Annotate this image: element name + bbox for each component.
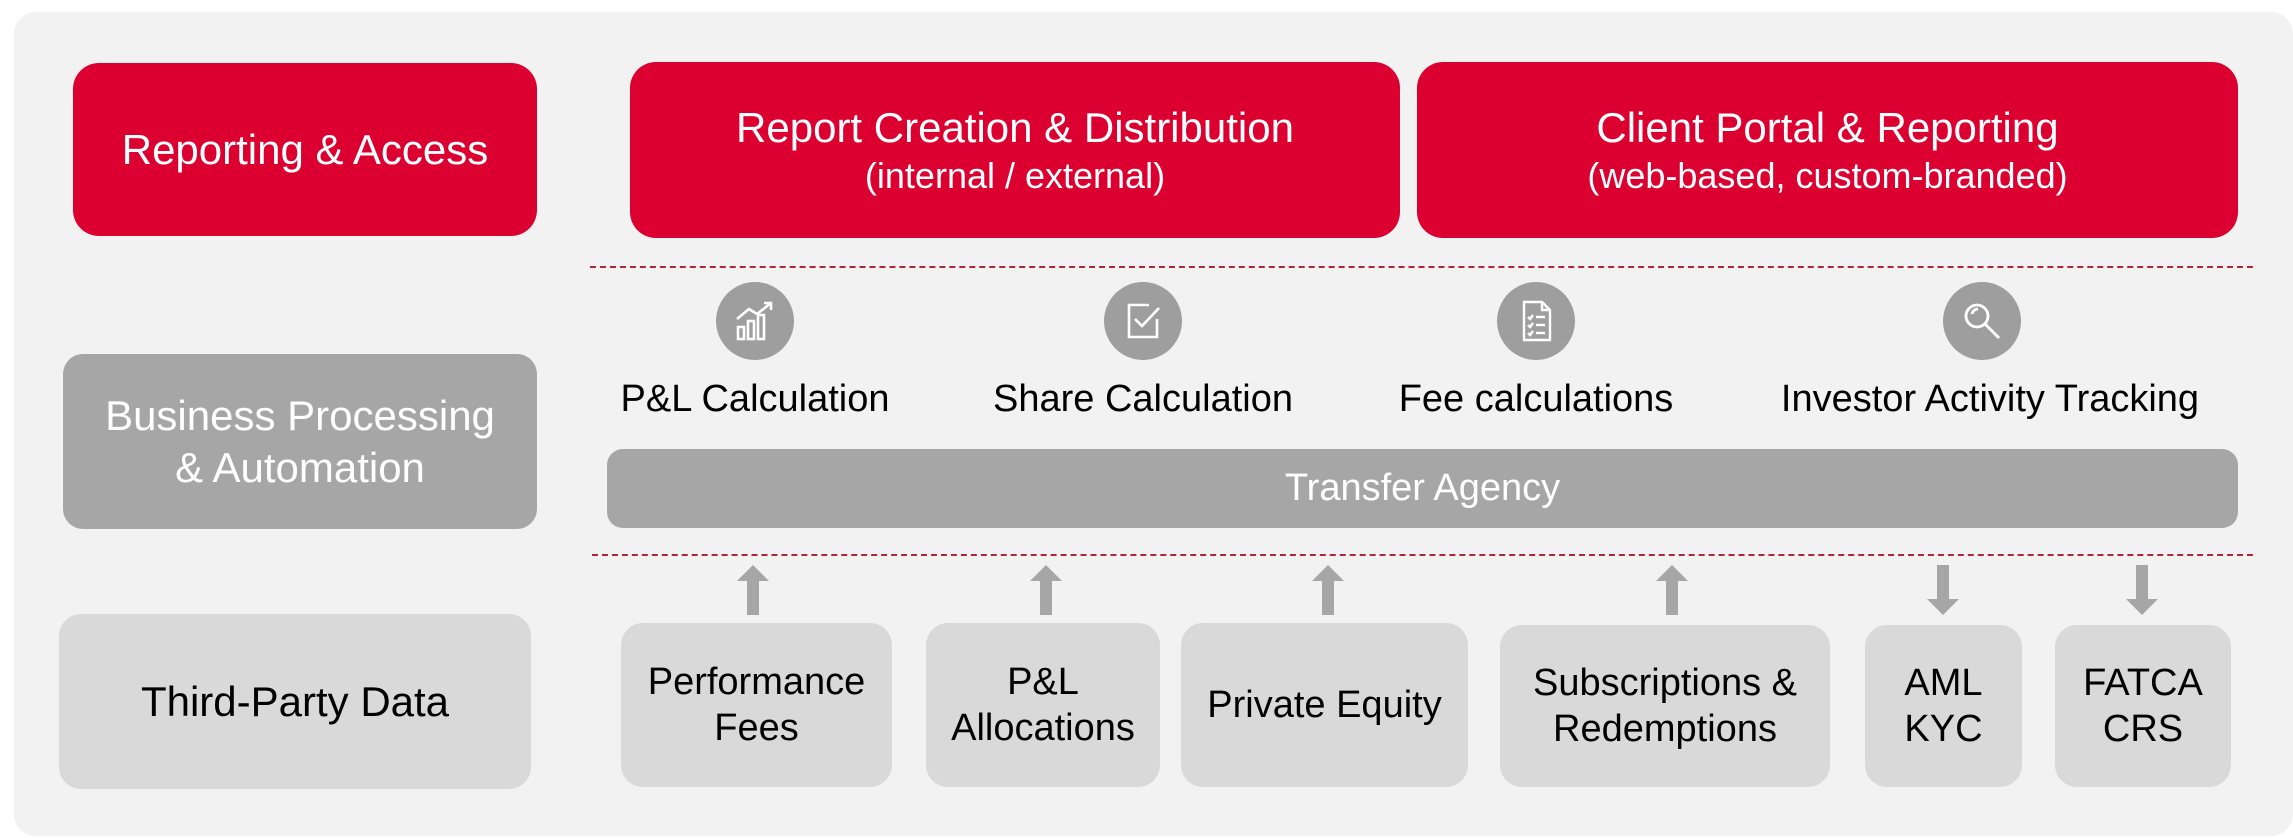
layer-processing-label-line1: Business Processing <box>105 392 495 440</box>
client-portal-subtitle: (web-based, custom-branded) <box>1587 154 2068 196</box>
process-label-share-calculation: Share Calculation <box>993 378 1293 420</box>
data-source-subscriptions-redemptions: Subscriptions & Redemptions <box>1500 625 1830 787</box>
data-source-line2: Redemptions <box>1553 708 1777 750</box>
magnifier-icon <box>1943 282 2021 360</box>
checkbox-icon <box>1104 282 1182 360</box>
data-source-line2: KYC <box>1904 708 1983 750</box>
data-source-line1: P&L <box>1007 660 1079 703</box>
process-label-investor-activity: Investor Activity Tracking <box>1780 378 2200 420</box>
arrow-down-icon <box>1927 565 1959 615</box>
arrow-up-icon <box>1030 565 1062 615</box>
transfer-agency-bar: Transfer Agency <box>607 449 2238 528</box>
report-creation-subtitle: (internal / external) <box>864 154 1166 196</box>
process-label-pl-calculation: P&L Calculation <box>620 378 890 420</box>
data-source-line1: Performance <box>647 660 866 703</box>
checklist-document-icon <box>1497 282 1575 360</box>
data-source-line1: Private Equity <box>1207 683 1442 726</box>
arrow-down-icon <box>2126 565 2158 615</box>
data-source-private-equity: Private Equity <box>1181 623 1468 787</box>
layer-third-party-label: Third-Party Data <box>140 677 450 725</box>
client-portal-title: Client Portal & Reporting <box>1596 104 2059 152</box>
layer-processing-label-line2: & Automation <box>175 443 425 491</box>
data-source-line1: AML <box>1904 661 1983 704</box>
client-portal-box: Client Portal & Reporting (web-based, cu… <box>1417 62 2238 238</box>
layer-third-party-data: Third-Party Data <box>59 614 531 789</box>
data-source-aml-kyc: AML KYC <box>1865 625 2022 787</box>
report-creation-box: Report Creation & Distribution (internal… <box>630 62 1400 238</box>
data-source-line1: FATCA <box>2083 661 2203 704</box>
data-source-performance-fees: Performance Fees <box>621 623 892 787</box>
divider-top <box>590 266 2253 268</box>
arrow-up-icon <box>737 565 769 615</box>
data-source-line2: Fees <box>714 707 799 749</box>
layer-reporting-access: Reporting & Access <box>73 63 537 236</box>
data-source-pl-allocations: P&L Allocations <box>926 623 1160 787</box>
arrow-up-icon <box>1312 565 1344 615</box>
data-source-fatca-crs: FATCA CRS <box>2055 625 2231 787</box>
layer-reporting-label: Reporting & Access <box>121 125 489 173</box>
data-source-line1: Subscriptions & <box>1532 661 1797 704</box>
data-source-line2: CRS <box>2102 708 2184 750</box>
chart-growth-icon <box>716 282 794 360</box>
arrow-up-icon <box>1656 565 1688 615</box>
report-creation-title: Report Creation & Distribution <box>736 104 1294 152</box>
transfer-agency-label: Transfer Agency <box>1284 467 1561 510</box>
data-source-line2: Allocations <box>951 707 1135 749</box>
divider-bottom <box>592 554 2253 556</box>
layer-business-processing: Business Processing & Automation <box>63 354 537 529</box>
process-label-fee-calculations: Fee calculations <box>1398 378 1674 420</box>
